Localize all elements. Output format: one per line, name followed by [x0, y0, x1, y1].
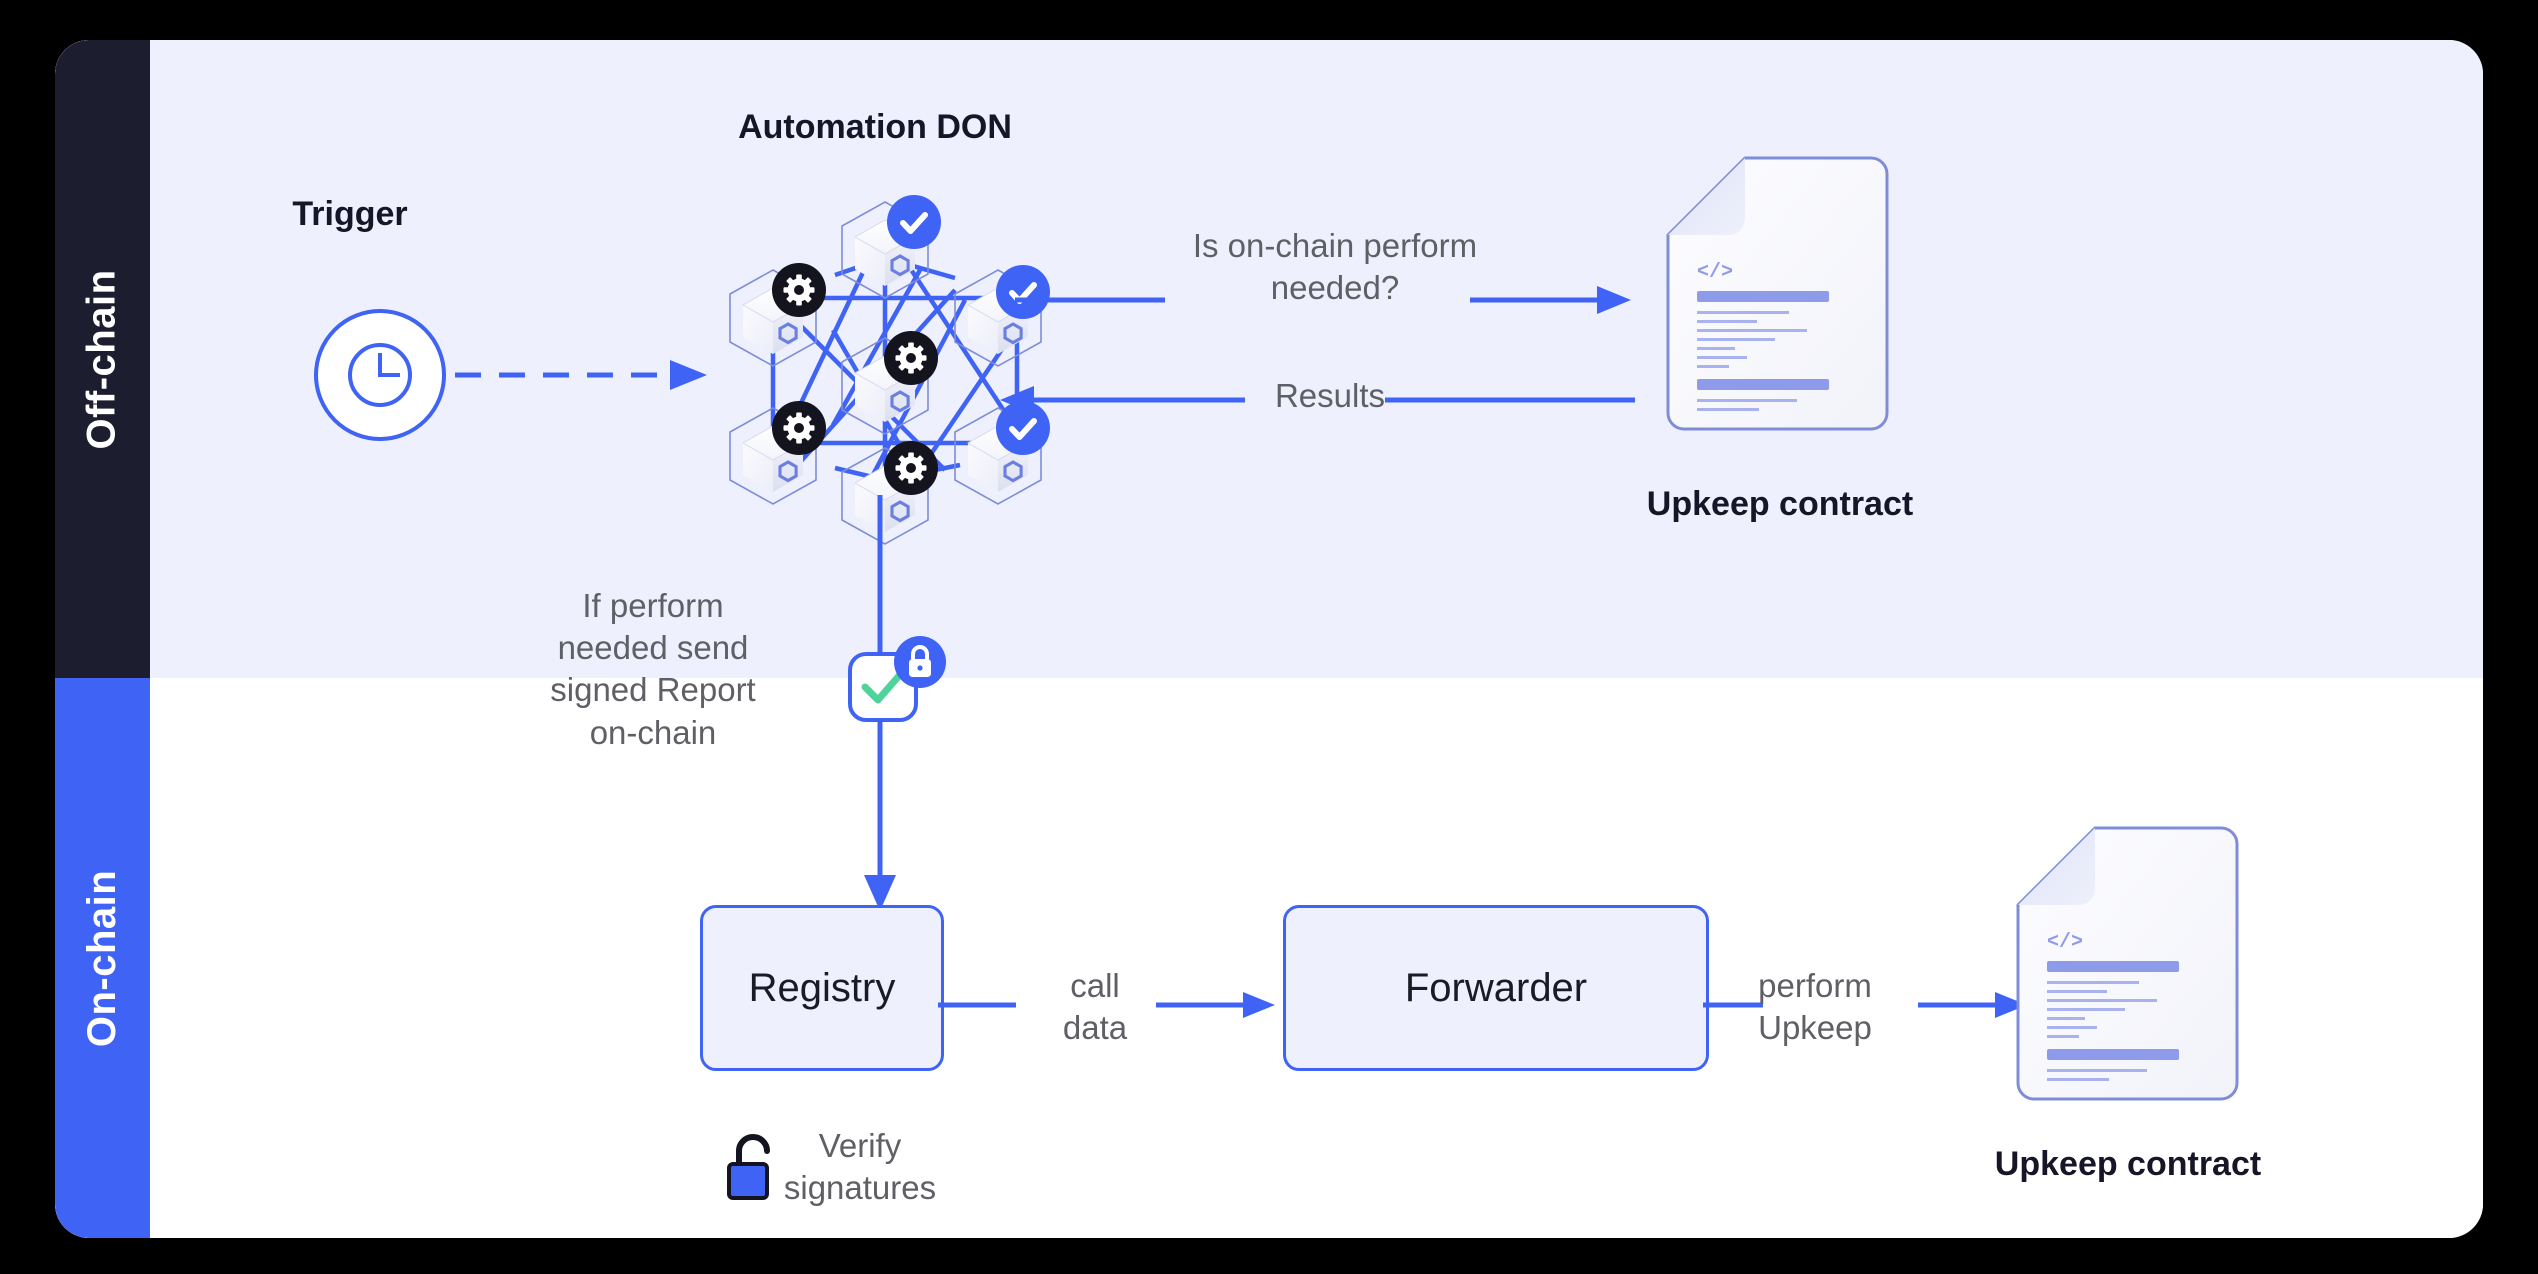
diagram-card: Off-chain On-chain Trigger Automation DO… [55, 40, 2483, 1238]
if-perform-needed-label: If perform needed send signed Report on-… [550, 587, 756, 751]
results-arrow [1000, 386, 1635, 414]
automation-don-cluster [715, 180, 1085, 540]
verify-signatures-label: Verify signatures [783, 1127, 937, 1207]
offchain-band [55, 40, 2483, 678]
trigger-heading: Trigger [292, 195, 408, 233]
registry-box[interactable]: Registry [700, 905, 944, 1071]
forwarder-box[interactable]: Forwarder [1283, 905, 1709, 1071]
open-padlock-icon [727, 1134, 770, 1200]
offchain-rail-label: Off-chain [80, 268, 125, 450]
code-document-icon: </> [1666, 156, 1889, 431]
upkeep-contract-offchain-doc: </> [1665, 155, 1890, 435]
signed-report-badge [847, 636, 946, 728]
automation-don-heading: Automation DON [738, 108, 1012, 146]
code-document-icon: </> [2016, 826, 2239, 1101]
upkeep-contract-offchain-label: Upkeep contract [1646, 485, 1914, 523]
don-node-top-center [842, 195, 941, 298]
onchain-perform-question-arrow [1015, 286, 1631, 314]
trigger-clock [313, 308, 447, 442]
call-data-label: call data [1062, 967, 1128, 1047]
trigger-to-don-arrow [455, 360, 707, 390]
clock-icon [314, 309, 446, 441]
svg-text:</>: </> [2047, 931, 2083, 954]
registry-label: Registry [748, 965, 896, 1010]
onchain-rail: On-chain [55, 678, 150, 1238]
upkeep-contract-onchain-label: Upkeep contract [1994, 1145, 2262, 1183]
registry-to-forwarder-arrow [938, 992, 1275, 1018]
verify-signatures-icon [727, 1134, 779, 1200]
forwarder-to-upkeep-arrow [1703, 992, 2027, 1018]
svg-text:</>: </> [1697, 261, 1733, 284]
forwarder-label: Forwarder [1404, 965, 1588, 1010]
onchain-rail-label: On-chain [80, 869, 124, 1047]
don-node-top-left [730, 263, 826, 366]
results-label: Results [1274, 377, 1386, 414]
perform-upkeep-label: perform Upkeep [1758, 967, 1872, 1047]
upkeep-contract-onchain-doc: </> [2015, 825, 2240, 1105]
is-onchain-perform-needed-label: Is on-chain perform needed? [1192, 227, 1478, 307]
offchain-rail: Off-chain [55, 40, 150, 678]
lock-icon [894, 636, 946, 688]
